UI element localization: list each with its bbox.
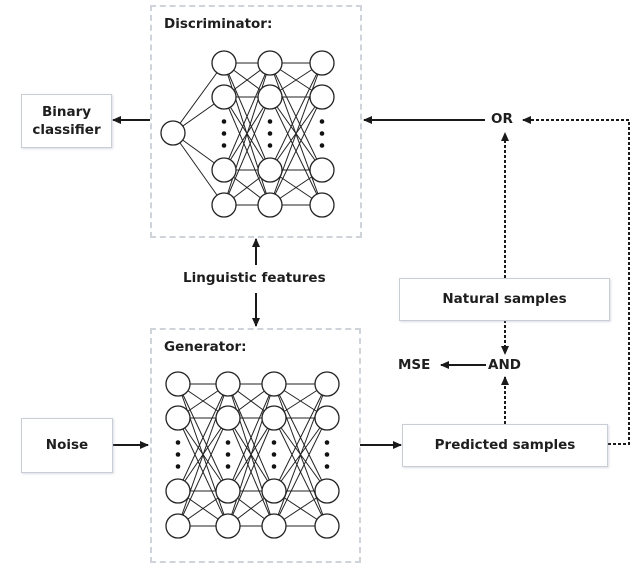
- neuron-node: [165, 513, 191, 539]
- network-edge: [273, 417, 328, 527]
- neuron-node: [261, 405, 287, 431]
- neuron-node: [314, 371, 340, 397]
- network-edge: [177, 383, 229, 527]
- neuron-node: [314, 405, 340, 431]
- ellipsis-dot: [324, 452, 330, 457]
- ellipsis-dot: [271, 452, 277, 457]
- ellipsis-dot: [324, 440, 330, 445]
- discriminator-title: Discriminator:: [164, 16, 273, 32]
- neuron-node: [309, 192, 335, 218]
- noise-box: Noise: [21, 418, 113, 473]
- neuron-node: [165, 371, 191, 397]
- generator-title: Generator:: [164, 339, 247, 355]
- linguistic-features-label: Linguistic features: [183, 270, 326, 286]
- ellipsis-dot: [221, 119, 227, 124]
- network-edge: [177, 417, 229, 527]
- neuron-node: [314, 513, 340, 539]
- network-edge: [227, 417, 275, 527]
- neuron-node: [215, 513, 241, 539]
- neuron-node: [257, 192, 283, 218]
- neuron-node: [257, 84, 283, 110]
- natural-samples-box: Natural samples: [399, 278, 610, 321]
- dotted-arrow-predicted-to-or: [522, 116, 630, 445]
- neuron-node: [261, 371, 287, 397]
- network-edge: [177, 383, 229, 492]
- network-edge: [273, 383, 328, 492]
- neuron-node: [215, 478, 241, 504]
- neuron-node: [215, 405, 241, 431]
- ellipsis-dot: [267, 143, 273, 148]
- neuron-node: [165, 405, 191, 431]
- ellipsis-dot: [319, 131, 325, 136]
- ellipsis-dot: [175, 440, 181, 445]
- ellipsis-dot: [271, 464, 277, 469]
- ellipsis-dot: [319, 143, 325, 148]
- neuron-node: [160, 120, 186, 146]
- neuron-node: [211, 84, 237, 110]
- network-edge: [269, 96, 323, 206]
- ellipsis-dot: [225, 452, 231, 457]
- network-edge: [172, 132, 225, 206]
- neuron-node: [215, 371, 241, 397]
- neuron-node: [261, 513, 287, 539]
- ellipsis-dot: [175, 464, 181, 469]
- mse-label: MSE: [398, 357, 431, 373]
- network-edge: [273, 383, 328, 527]
- predicted-samples-box: Predicted samples: [402, 424, 608, 467]
- neuron-node: [261, 478, 287, 504]
- network-edge: [223, 62, 271, 171]
- network-edge: [172, 62, 225, 134]
- neuron-node: [314, 478, 340, 504]
- network-edge: [223, 96, 271, 206]
- network-edge: [269, 62, 323, 171]
- neuron-node: [211, 157, 237, 183]
- generator-network: [165, 371, 340, 539]
- or-label: OR: [491, 111, 513, 127]
- ellipsis-dot: [324, 464, 330, 469]
- network-edge: [227, 383, 275, 492]
- neuron-node: [309, 157, 335, 183]
- neuron-node: [165, 478, 191, 504]
- binary-classifier-box: Binary classifier: [21, 94, 112, 148]
- discriminator-panel: Discriminator:: [150, 5, 362, 238]
- neuron-node: [211, 50, 237, 76]
- neuron-node: [309, 84, 335, 110]
- network-edge: [269, 62, 323, 206]
- network-edge: [223, 62, 271, 206]
- neuron-node: [211, 192, 237, 218]
- ellipsis-dot: [267, 131, 273, 136]
- neuron-node: [257, 50, 283, 76]
- ellipsis-dot: [221, 131, 227, 136]
- ellipsis-dot: [319, 119, 325, 124]
- ellipsis-dot: [175, 452, 181, 457]
- ellipsis-dot: [267, 119, 273, 124]
- neuron-node: [309, 50, 335, 76]
- network-edge: [227, 383, 275, 527]
- ellipsis-dot: [225, 464, 231, 469]
- ellipsis-dot: [221, 143, 227, 148]
- generator-panel: Generator:: [150, 328, 361, 563]
- ellipsis-dot: [271, 440, 277, 445]
- and-label: AND: [488, 357, 521, 373]
- ellipsis-dot: [225, 440, 231, 445]
- neuron-node: [257, 157, 283, 183]
- discriminator-network: [160, 50, 335, 218]
